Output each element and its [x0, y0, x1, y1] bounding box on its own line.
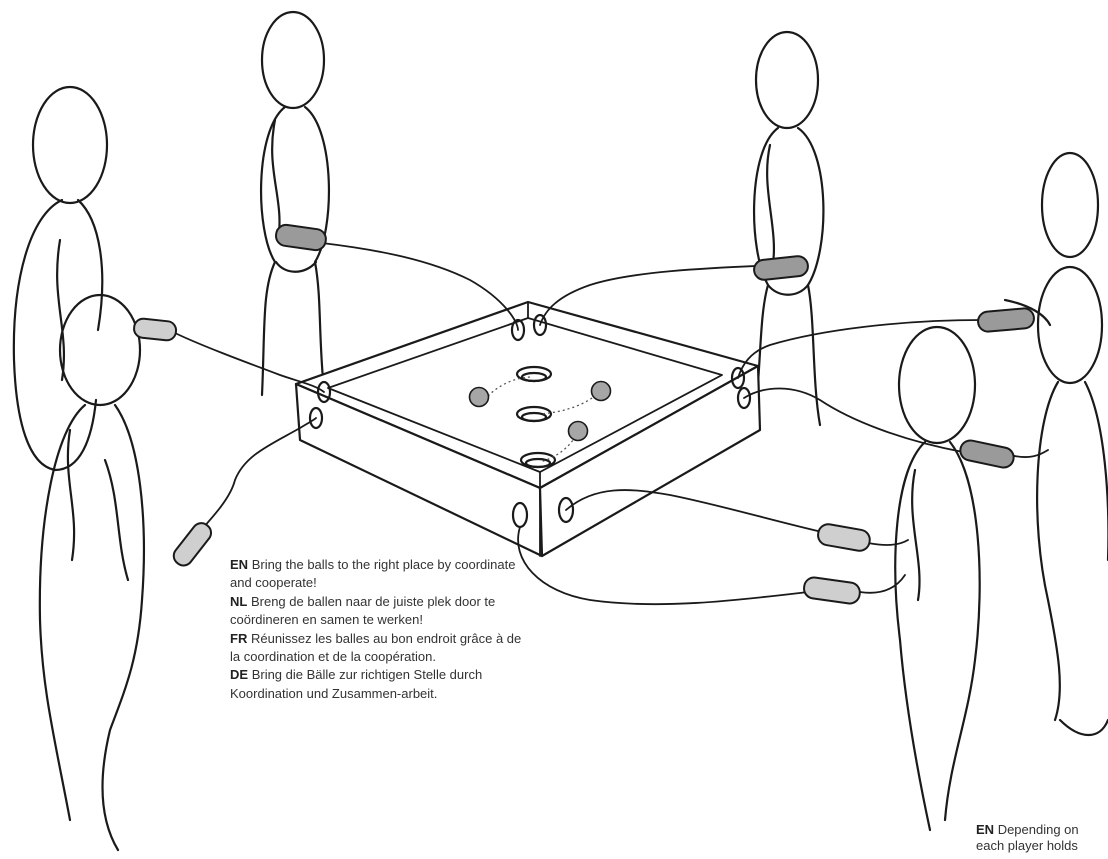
instruction-nl-text: Breng de ballen naar de juiste plek door…: [230, 594, 495, 627]
instruction-nl: NL Breng de ballen naar de juiste plek d…: [230, 593, 530, 630]
secondary-caption: EN Depending on each player holds: [976, 822, 1108, 854]
instruction-fr-text: Réunissez les balles au bon endroit grâc…: [230, 631, 521, 664]
instruction-de: DE Bring die Bälle zur richtigen Stelle …: [230, 666, 530, 703]
instruction-en: EN Bring the balls to the right place by…: [230, 556, 530, 593]
secondary-lang-code: EN: [976, 822, 994, 837]
instruction-en-text: Bring the balls to the right place by co…: [230, 557, 515, 590]
player-figure-3: [261, 12, 329, 400]
lang-code-nl: NL: [230, 594, 247, 609]
secondary-caption-text: Depending on: [998, 822, 1079, 837]
player-figure-5: [895, 327, 979, 830]
instructions-block: EN Bring the balls to the right place by…: [230, 556, 530, 703]
instruction-de-text: Bring die Bälle zur richtigen Stelle dur…: [230, 667, 482, 700]
instruction-fr: FR Réunissez les balles au bon endroit g…: [230, 630, 530, 667]
player-figure-1: [14, 87, 107, 470]
lang-code-fr: FR: [230, 631, 247, 646]
lang-code-en: EN: [230, 557, 248, 572]
game-box: [296, 302, 760, 556]
player-figure-2: [40, 295, 144, 850]
secondary-caption-text-line2: each player holds: [976, 838, 1078, 853]
player-figure-6: [1005, 153, 1108, 735]
player-figure-4: [752, 32, 823, 430]
lang-code-de: DE: [230, 667, 248, 682]
